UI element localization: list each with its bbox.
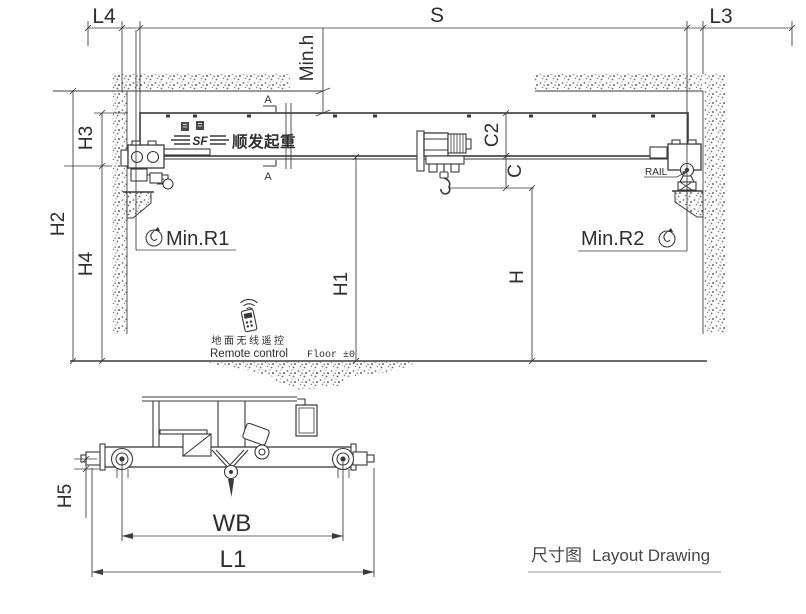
end-truck-left [120,140,211,190]
girder-weld-ticks [166,114,655,118]
radius-symbol-flag [154,227,160,231]
motor-fins-icon [450,134,464,153]
floor-label: Floor ±0 [307,349,355,361]
section-label-bottom: A [264,171,272,183]
radius-symbol-curl [663,231,671,243]
girder-brand-logo: SF 顺发起重 [171,121,296,151]
building-structure [53,74,727,390]
hoist-trolley [416,130,472,195]
dim-label-h1: H1 [331,272,352,296]
ceiling-hatch-left [112,74,290,90]
hoist-cross-section [182,422,270,497]
hook-shank-icon [228,479,234,497]
dim-label-c: C [505,164,526,178]
end-carriage-view: H5 WB L1 [55,396,375,577]
wall-left-hatch [112,74,127,334]
ground-hatch-upper [207,362,418,379]
dim-label-minr1: Min.R1 [166,228,229,250]
wifi-arcs-icon [240,298,258,310]
dim-label-c2: C2 [482,123,503,147]
top-extension-lines [87,21,793,140]
title-en: Layout Drawing [592,546,710,565]
radius-symbol-icon [658,230,676,248]
dim-label-l4: L4 [92,5,116,28]
section-cut-lines [285,103,292,169]
dimensions-main [64,21,796,365]
dim-label-h3: H3 [76,126,97,150]
remote-handset-icon [240,308,258,333]
brand-stamp-icon [196,121,204,130]
rail-callout: RAIL [644,167,689,178]
remote-control: 地面无线遥控 Remote control [210,298,288,360]
h2-dimension [69,87,77,365]
dim-label-h: H [507,270,528,284]
section-cut-brackets [263,105,277,167]
girder-brand-text: 顺发起重 [232,132,296,151]
dim-label-minh: Min.h [297,35,318,81]
wall-inner-edges [126,91,704,334]
dim-label-wb: WB [213,510,252,537]
minh-dimension [315,28,331,117]
dim-label-h2: H2 [48,212,69,236]
wall-right-hatch [703,74,727,334]
rail-arrow-icon [682,171,688,175]
c2-c-dimension [502,109,510,192]
travel-wheels [110,447,355,471]
ceiling-hatch-right [535,74,702,90]
corbel-right [674,190,704,218]
corbel-left [126,191,152,219]
h1-dimension [352,153,360,365]
rail-label: RAIL [645,167,668,178]
corbel-sole-plates [123,190,703,193]
dimensions-bottom [74,452,375,577]
ground-hatch-lower [268,373,352,390]
dim-label-h5: H5 [55,484,76,508]
radius-symbol-icon [145,229,163,247]
hook-icon [440,177,451,195]
logo-monogram: SF [192,134,208,148]
wb-dimension [121,462,344,541]
dim-label-minr2: Min.R2 [581,228,644,250]
brand-stamp-marks [183,123,202,128]
title-zh: 尺寸图 [531,546,582,565]
dim-label-h4: H4 [76,251,97,276]
min-r1-note: Min.R1 [145,227,229,250]
end-carriage-beam [102,446,354,468]
dimension-ticks [84,24,796,32]
radius-symbol-curl [150,230,158,242]
drawing-title: 尺寸图 Layout Drawing [528,546,721,573]
crane-bridge: SF 顺发起重 A A [120,94,702,195]
h5-dimension [74,452,99,518]
remote-label-en: Remote control [210,348,288,360]
logo-wings-icon [171,135,229,145]
buffer-left [85,451,101,466]
dim-label-l1: L1 [220,546,247,573]
buffer-right [352,451,368,466]
dim-label-s: S [430,4,444,27]
h-dimension [528,184,536,365]
rail-center-lines [135,30,688,251]
l1-dimension [91,468,375,577]
h3-dimension [64,109,128,170]
remote-label-zh: 地面无线遥控 [212,334,287,347]
girder [139,112,689,157]
section-cut-a: A A [263,94,292,183]
h4-dimension [98,166,106,365]
min-r2-note: Min.R2 [581,228,676,250]
end-truck-right [649,139,702,191]
brand-stamp-icon [181,122,189,131]
radius-symbol-flag [667,228,673,232]
dim-label-l3: L3 [709,5,732,28]
section-label-top: A [264,94,272,106]
